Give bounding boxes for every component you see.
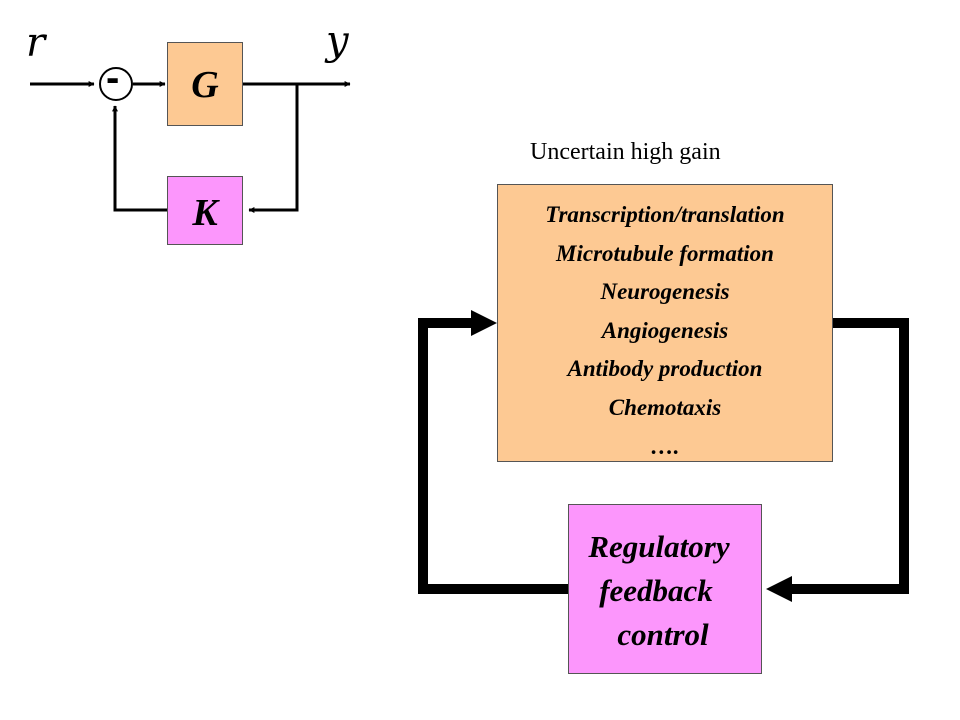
plant-label: G xyxy=(191,64,219,106)
process-item: Chemotaxis xyxy=(608,394,722,420)
feedback-arrowhead xyxy=(471,310,497,336)
input-symbol: r xyxy=(26,20,46,66)
controller-block: K xyxy=(167,176,243,245)
bio-loop-wires xyxy=(418,310,909,602)
process-item: Antibody production xyxy=(567,356,763,382)
regulatory-label-line: Regulatory xyxy=(588,529,730,564)
uncertain-gain-caption: Uncertain high gain xyxy=(530,139,721,165)
regulatory-label-line: control xyxy=(617,617,709,652)
process-item: Neurogenesis xyxy=(600,279,730,305)
controller-to-sum-arrow xyxy=(112,105,167,212)
regulatory-label-line: feedback xyxy=(599,573,713,608)
classic-loop-wires xyxy=(30,67,351,213)
plant-block: G xyxy=(167,42,243,126)
process-list: Transcription/translation Microtubule fo… xyxy=(498,185,832,466)
process-block: Transcription/translation Microtubule fo… xyxy=(497,184,833,462)
summing-sign: - xyxy=(106,56,120,100)
feedback-path xyxy=(418,318,568,594)
controller-label: K xyxy=(192,192,218,234)
feedback-path-to-controller xyxy=(248,84,299,213)
output-symbol: y xyxy=(326,18,349,64)
forward-path xyxy=(790,318,909,594)
process-item: Transcription/translation xyxy=(545,202,785,227)
forward-arrowhead xyxy=(766,576,792,602)
process-item: …. xyxy=(650,433,680,459)
process-item: Angiogenesis xyxy=(601,317,729,343)
process-item: Microtubule formation xyxy=(556,240,774,266)
regulatory-control-block: Regulatory feedback control xyxy=(568,504,762,674)
summing-junction xyxy=(99,67,133,101)
